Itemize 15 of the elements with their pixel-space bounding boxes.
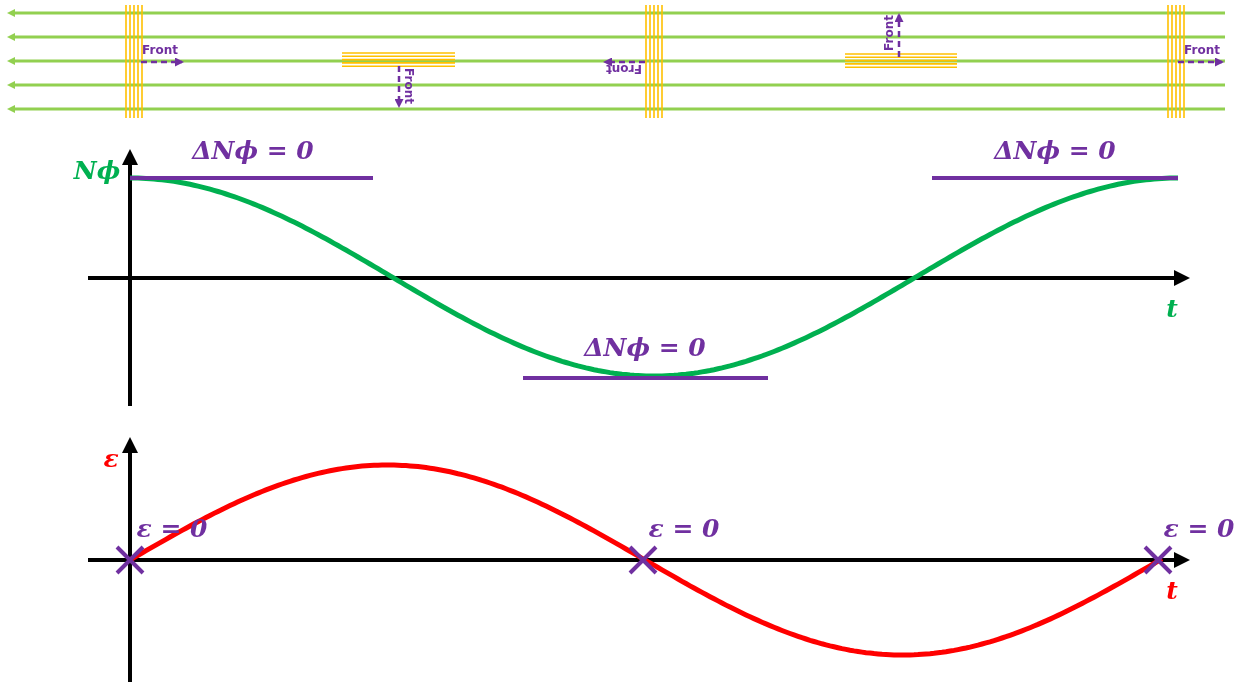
equation-label: ΔNϕ = 0 — [584, 334, 706, 360]
direction-label: Front — [883, 15, 895, 51]
equation-label: ε = 0 — [1163, 515, 1235, 541]
equation-label: ε = 0 — [136, 515, 208, 541]
axis-label: Nϕ — [73, 157, 121, 183]
axis-label: t — [1166, 295, 1178, 321]
direction-label: Front — [606, 63, 642, 75]
equation-label: ΔNϕ = 0 — [192, 137, 314, 163]
axis-label: ε — [103, 445, 119, 471]
equation-label: ΔNϕ = 0 — [994, 137, 1116, 163]
direction-label: Front — [403, 68, 415, 104]
direction-label: Front — [1184, 44, 1220, 56]
equation-label: ε = 0 — [648, 515, 720, 541]
direction-label: Front — [142, 44, 178, 56]
axis-label: t — [1166, 577, 1178, 603]
